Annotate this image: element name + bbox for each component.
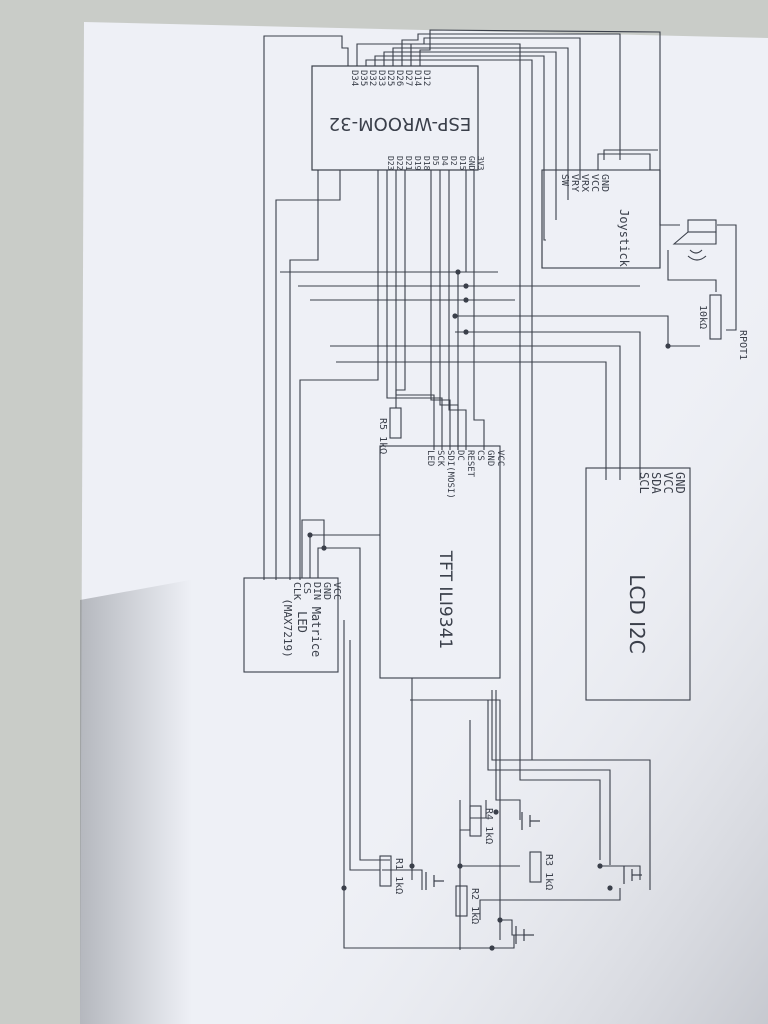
joy-pin-1: VCC	[589, 174, 600, 192]
tft-pin-5: SDI(MOSI)	[445, 450, 455, 499]
resistor-r5	[389, 407, 402, 439]
tft-pin-2: CS	[475, 450, 485, 461]
tft-pin-3: RESET	[465, 450, 475, 478]
mat-pin-4: CLK	[291, 582, 302, 600]
joy-pin-4: SW	[559, 174, 570, 187]
esp-top-pin-2: D27	[403, 70, 413, 86]
mat-pin-1: GND	[321, 582, 332, 600]
esp-bottom-pin-2: D15	[458, 156, 467, 171]
pushbutton-2-icon	[425, 872, 444, 890]
r4-label: R4 1kΩ	[483, 808, 494, 844]
esp-top-pin-6: D32	[367, 70, 377, 86]
mat-pin-2: DIN	[311, 582, 322, 600]
buzzer-speaker-icon	[672, 219, 717, 261]
resistor-r4	[469, 805, 482, 837]
matrix-chip: (MAX7219)	[281, 598, 294, 658]
joy-pin-3: VRY	[569, 174, 580, 192]
lcd-pin-2: SDA	[649, 472, 663, 494]
lcd-pin-1: VCC	[661, 472, 675, 494]
resistor-10k-value: 10kΩ	[697, 305, 708, 329]
r3-label: R3 1kΩ	[543, 854, 554, 890]
esp-bottom-pin-0: 3V3	[476, 156, 485, 171]
esp-bottom-pin-3: D2	[449, 156, 458, 166]
esp-top-pin-0: D12	[421, 70, 431, 86]
lcd-title: LCD I2C	[625, 574, 649, 653]
joystick-title: Joystick	[617, 209, 631, 268]
tft-title: TFT ILI9341	[435, 550, 455, 649]
joy-pin-2: VRX	[579, 174, 590, 192]
esp-top-pin-4: D25	[385, 70, 395, 86]
esp-bottom-pin-9: D22	[395, 156, 404, 171]
esp-bottom-pin-6: D18	[422, 156, 431, 171]
esp-top-pin-8: D34	[349, 70, 359, 86]
resistor-r2	[455, 885, 468, 917]
esp-bottom-pin-7: D19	[413, 156, 422, 171]
joystick-module	[541, 169, 661, 269]
wires	[243, 29, 737, 950]
resistor-10k	[709, 294, 722, 340]
rpot1-label: RPOT1	[737, 330, 748, 360]
lcd-pin-3: SCL	[637, 472, 651, 494]
r1-label: R1 1kΩ	[393, 858, 404, 894]
esp-bottom-pin-1: GND	[467, 156, 476, 171]
tft-pin-0: VCC	[495, 450, 505, 466]
esp-top-pin-5: D33	[376, 70, 386, 86]
pushbutton-1-icon	[521, 812, 540, 830]
tft-pin-7: LED	[425, 450, 435, 466]
tft-pin-4: DC	[455, 450, 465, 461]
esp-bottom-pin-8: D21	[404, 156, 413, 171]
esp32-module	[311, 65, 479, 171]
tft-pin-6: SCK	[435, 450, 445, 467]
joy-pin-0: GND	[599, 174, 610, 192]
esp-top-pin-7: D35	[358, 70, 368, 86]
esp-top-pin-1: D14	[412, 70, 422, 86]
esp-bottom-pin-10: D23	[386, 156, 395, 171]
mat-pin-0: VCC	[331, 582, 342, 600]
r2-label: R2 1kΩ	[469, 888, 480, 924]
junction-dots	[307, 269, 671, 951]
resistor-r1	[379, 855, 392, 887]
esp-bottom-pin-5: D5	[431, 156, 440, 166]
resistor-r3	[529, 851, 542, 883]
tft-pin-1: GND	[485, 450, 495, 466]
lcd-pin-0: GND	[673, 472, 687, 494]
matrix-title: Matrice	[309, 607, 323, 658]
mat-pin-3: CS	[301, 582, 312, 594]
esp32-title: ESP-WROOM-32	[329, 113, 472, 134]
r5-label: R5 1kΩ	[377, 418, 388, 454]
pushbutton-4-icon	[515, 926, 534, 944]
esp-top-pin-3: D26	[394, 70, 404, 86]
matrix-subtitle: LED	[295, 611, 309, 633]
esp-bottom-pin-4: D4	[440, 156, 449, 166]
pushbutton-3-icon	[623, 866, 642, 884]
